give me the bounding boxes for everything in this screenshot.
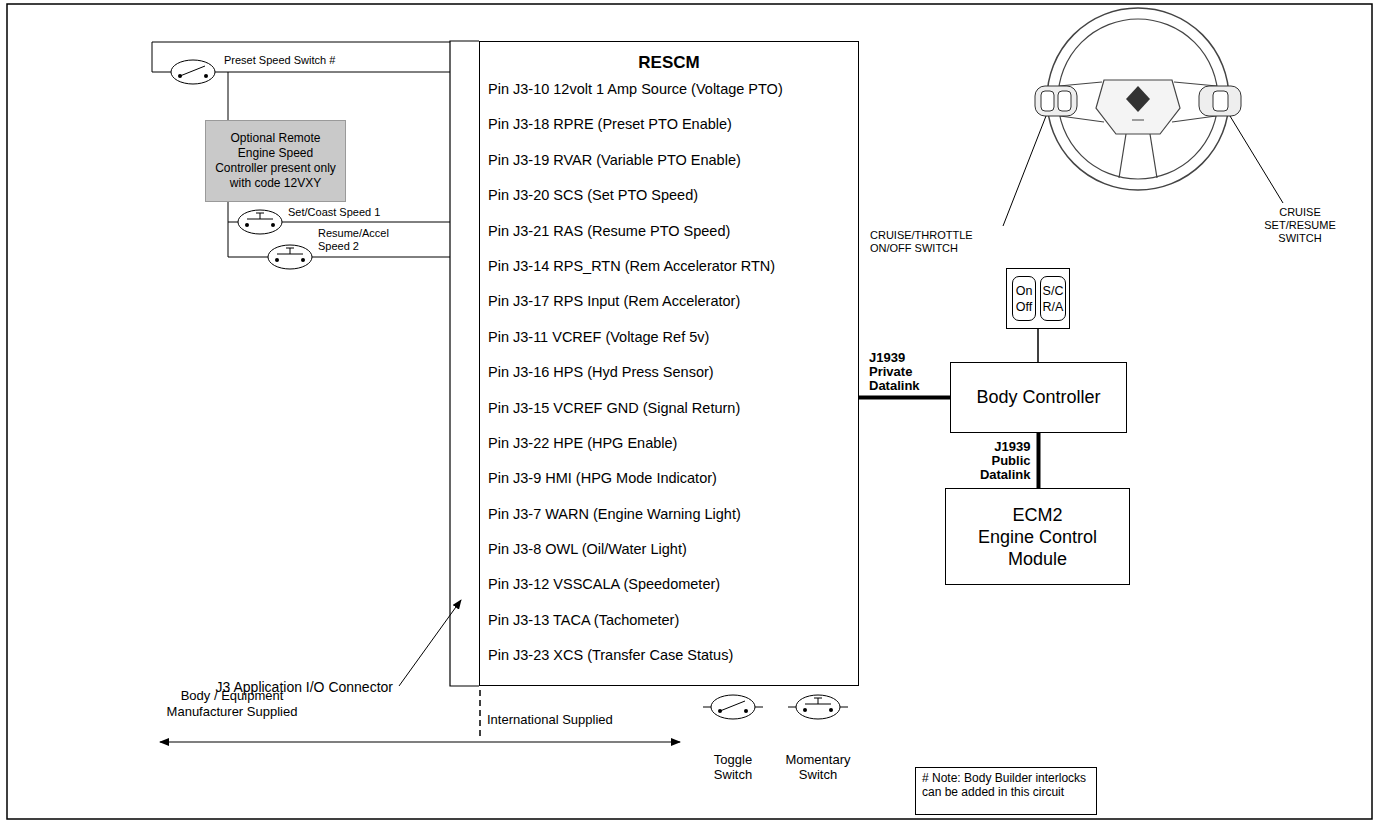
- pin-label: Pin J3-18 RPRE (Preset PTO Enable): [488, 107, 850, 142]
- annotation-label: Set/Coast Speed 1: [288, 206, 408, 219]
- wire: [228, 72, 229, 120]
- annotation-label: Toggle Switch: [703, 752, 763, 782]
- toggle-switch-symbol: [711, 695, 755, 719]
- note-box: # Note: Body Builder interlocks can be a…: [915, 767, 1097, 815]
- switch-button: [247, 213, 273, 219]
- switch-panel: On Off S/C R/A: [1006, 268, 1070, 329]
- connector-bracket: [450, 41, 479, 686]
- datalink-line: [1037, 433, 1041, 488]
- switch-contact: [744, 709, 748, 713]
- switch-contact: [275, 258, 279, 262]
- leader-line: [399, 600, 461, 686]
- leader-line: [1230, 116, 1283, 203]
- toggle-switch-symbol: [171, 60, 215, 84]
- hub-logo: [1126, 86, 1150, 112]
- pin-label: Pin J3-11 VCREF (Voltage Ref 5v): [488, 320, 850, 355]
- annotation-label: CRUISE/THROTTLE ON/OFF SWITCH: [870, 229, 1000, 255]
- steering-wheel-rim: [1058, 19, 1218, 179]
- switch-lever: [180, 66, 205, 76]
- switch-lever: [720, 701, 745, 711]
- edge-label: J1939 Private Datalink: [869, 351, 941, 393]
- divider-dashed: [479, 690, 481, 737]
- switch-contact: [204, 74, 208, 78]
- pin-label: Pin J3-13 TACA (Tachometer): [488, 603, 850, 638]
- switch-button-box: On Off: [1012, 276, 1036, 321]
- leader-line: [1003, 116, 1046, 226]
- pin-label: Pin J3-12 VSSCALA (Speedometer): [488, 567, 850, 602]
- controller-box: ECM2Engine Control Module: [945, 488, 1130, 585]
- momentary-switch-symbol: [796, 695, 840, 719]
- wire-stub: [703, 707, 763, 708]
- button-cluster: [1199, 86, 1241, 116]
- annotation-label: Momentary Switch: [778, 752, 858, 782]
- annotation-label: CRUISE SET/RESUME SWITCH: [1258, 206, 1342, 245]
- momentary-switch-symbol: [238, 210, 282, 234]
- edge-label: J1939 Public Datalink: [959, 440, 1031, 482]
- page-frame: [7, 4, 1372, 819]
- wire-stub: [788, 707, 848, 708]
- button-cluster: [1035, 86, 1077, 116]
- annotation-label: Resume/Accel Speed 2: [318, 227, 396, 253]
- annotation-label: Body / Equipment Manufacturer Supplied: [150, 688, 314, 720]
- module-title: RESCM: [488, 54, 850, 72]
- switch-button: [277, 248, 303, 254]
- box-text: Engine Control Module: [963, 526, 1113, 570]
- switch-contact: [271, 223, 275, 227]
- controller-box: Body Controller: [950, 362, 1127, 433]
- pin-label: Pin J3-17 RPS Input (Rem Accelerator): [488, 284, 850, 319]
- datalink-line: [1037, 329, 1039, 362]
- pin-label: Pin J3-9 HMI (HPG Mode Indicator): [488, 461, 850, 496]
- switch-contact: [301, 258, 305, 262]
- pin-label: Pin J3-21 RAS (Resume PTO Speed): [488, 214, 850, 249]
- module-box: RESCMPin J3-10 12volt 1 Amp Source (Volt…: [479, 41, 859, 686]
- steering-button: [1213, 91, 1228, 111]
- note-box: Optional Remote Engine Speed Controller …: [205, 120, 346, 202]
- steering-button: [1058, 91, 1071, 111]
- pin-label: Pin J3-8 OWL (Oil/Water Light): [488, 532, 850, 567]
- wire: [228, 257, 450, 258]
- wire: [215, 72, 450, 73]
- hub-detail: [1132, 120, 1144, 121]
- switch-button: [805, 698, 831, 704]
- box-text: ECM2: [1012, 504, 1062, 526]
- pin-label: Pin J3-10 12volt 1 Amp Source (Voltage P…: [488, 72, 850, 107]
- pin-label: Pin J3-23 XCS (Transfer Case Status): [488, 638, 850, 673]
- box-text: Body Controller: [976, 387, 1100, 408]
- annotation-label: International Supplied: [487, 712, 647, 728]
- pin-label: Pin J3-22 HPE (HPG Enable): [488, 426, 850, 461]
- pin-label: Pin J3-19 RVAR (Variable PTO Enable): [488, 143, 850, 178]
- switch-contact: [829, 708, 833, 712]
- box-text: Optional Remote Engine Speed Controller …: [212, 131, 339, 191]
- datalink-line: [859, 396, 950, 400]
- double-arrow: [160, 741, 680, 742]
- annotation-label: Preset Speed Switch #: [224, 54, 364, 67]
- box-text: S/C R/A: [1041, 283, 1065, 315]
- pin-label: Pin J3-15 VCREF GND (Signal Return): [488, 391, 850, 426]
- switch-contact: [245, 223, 249, 227]
- switch-contact: [803, 708, 807, 712]
- box-text: # Note: Body Builder interlocks can be a…: [922, 771, 1090, 799]
- box-text: On Off: [1013, 283, 1035, 315]
- steering-wheel-hub: [1096, 80, 1180, 134]
- pin-label: Pin J3-14 RPS_RTN (Rem Accelerator RTN): [488, 249, 850, 284]
- steering-button: [1041, 91, 1054, 111]
- pin-label: Pin J3-20 SCS (Set PTO Speed): [488, 178, 850, 213]
- pin-label: Pin J3-7 WARN (Engine Warning Light): [488, 497, 850, 532]
- wire: [228, 202, 229, 257]
- switch-button-box: S/C R/A: [1040, 276, 1066, 321]
- momentary-switch-symbol: [268, 245, 312, 269]
- pin-label: Pin J3-16 HPS (Hyd Press Sensor): [488, 355, 850, 390]
